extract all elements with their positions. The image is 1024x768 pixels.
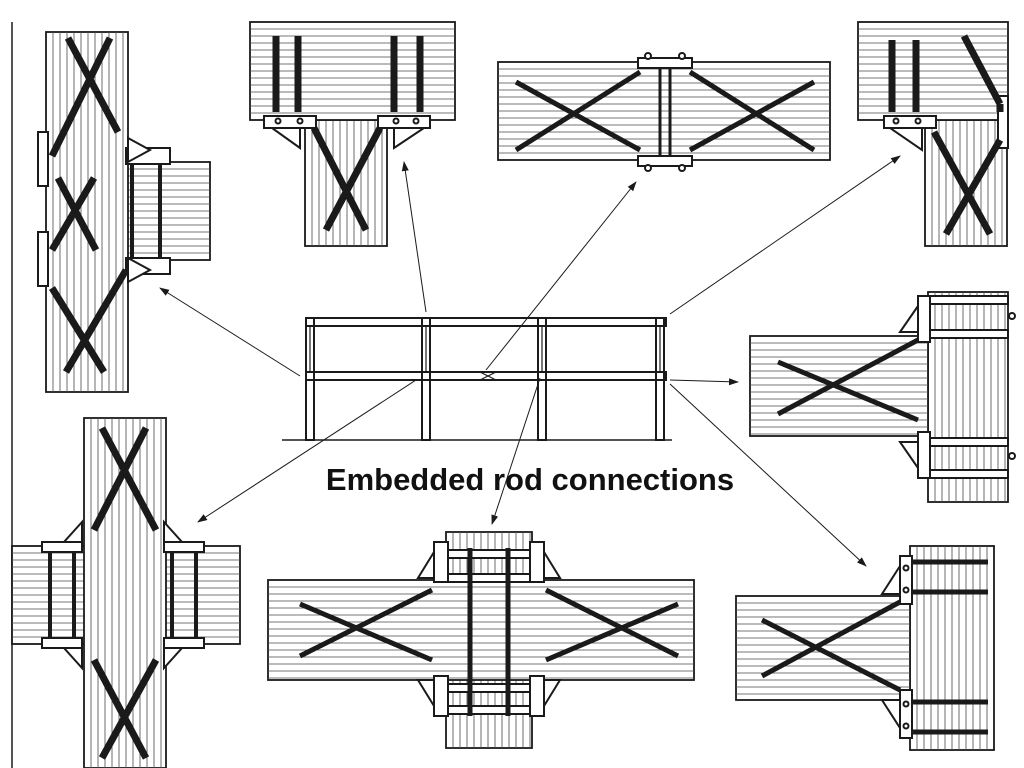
top-right-corner-detail <box>857 21 1009 247</box>
lower-left-column-splice-detail <box>11 417 241 768</box>
steel-rod <box>760 559 988 735</box>
arrow-to-top-beam-splice <box>485 181 637 371</box>
steel-bracket <box>263 115 431 150</box>
bottom-beam-splice-detail <box>267 531 695 749</box>
wood-beam <box>249 21 456 121</box>
steel-rod <box>514 69 816 153</box>
portal-frame <box>282 317 672 441</box>
steel-bracket <box>41 519 205 671</box>
steel-rod <box>888 34 1004 236</box>
leader-arrows <box>159 155 901 567</box>
steel-rod <box>272 36 424 232</box>
steel-rod <box>776 337 920 423</box>
steel-rod <box>298 548 680 716</box>
top-beam-column-detail <box>249 21 456 247</box>
left-column-splice-detail <box>37 31 211 393</box>
arrow-to-top-beam-column <box>401 161 427 313</box>
steel-bracket <box>37 131 171 287</box>
arrow-to-bottom-beam-splice <box>491 377 541 525</box>
arrow-to-left-column-splice <box>159 287 301 377</box>
wood-column <box>927 291 1009 503</box>
steel-bracket <box>898 295 1016 479</box>
wood-beam <box>497 61 831 161</box>
arrow-to-right-beam-column <box>669 378 739 386</box>
lower-right-beam-column-detail <box>735 545 995 751</box>
steel-bracket <box>883 95 1009 152</box>
arrow-to-lower-left-column-splice <box>197 379 417 523</box>
wood-beam <box>267 579 695 681</box>
top-beam-splice-detail <box>497 52 831 172</box>
frame-bracing <box>309 326 661 440</box>
steel-bracket <box>637 52 693 172</box>
steel-bracket <box>880 555 913 739</box>
steel-rod <box>48 36 130 374</box>
arrow-to-top-right-corner <box>669 155 901 315</box>
diagram-caption: Embedded rod connections <box>325 462 735 497</box>
arrow-to-lower-right-beam-column <box>669 383 867 567</box>
steel-rod <box>90 426 160 760</box>
steel-bracket <box>416 541 562 717</box>
wood-column <box>909 545 995 751</box>
right-beam-column-detail <box>749 291 1016 503</box>
